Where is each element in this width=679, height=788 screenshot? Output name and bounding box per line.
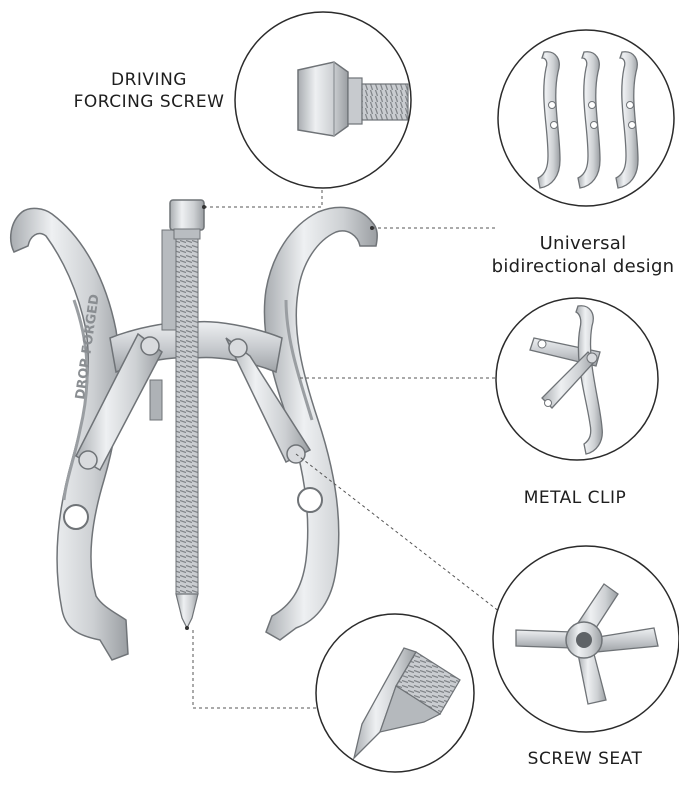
- callout-screw-seat: [492, 545, 679, 733]
- forcing-screw-head-icon: [297, 61, 409, 137]
- screw-tip: [175, 593, 199, 630]
- label-driving-line2: FORCING SCREW: [73, 92, 225, 112]
- screw-tip-icon: [352, 647, 461, 761]
- label-universal-line1: Universal: [539, 233, 627, 254]
- label-universal-design: Universal bidirectional design: [490, 233, 676, 277]
- screw-thread: [175, 238, 199, 595]
- label-metal-clip: METAL CLIP: [523, 488, 627, 508]
- left-jaw: [9, 207, 129, 661]
- label-driving-line1: DRIVING: [111, 70, 187, 90]
- callout-metal-clip: [495, 297, 659, 461]
- label-screw-seat: SCREW SEAT: [527, 749, 643, 769]
- screw-seat-icon: [515, 583, 659, 705]
- puller-jaws-icon: [537, 51, 639, 189]
- leader-lines: [192, 188, 501, 709]
- label-universal-line2: bidirectional design: [491, 256, 675, 277]
- right-jaw: [263, 206, 378, 641]
- screw-head: [169, 199, 205, 231]
- callout-screw-tip: [315, 613, 475, 773]
- gear-puller-icon: DROP FORGED: [9, 199, 378, 661]
- callout-forcing-screw: [234, 11, 412, 189]
- callout-universal: [497, 29, 675, 207]
- label-driving-forcing-screw: DRIVING FORCING SCREW: [62, 70, 236, 112]
- metal-clip-icon: [529, 305, 603, 455]
